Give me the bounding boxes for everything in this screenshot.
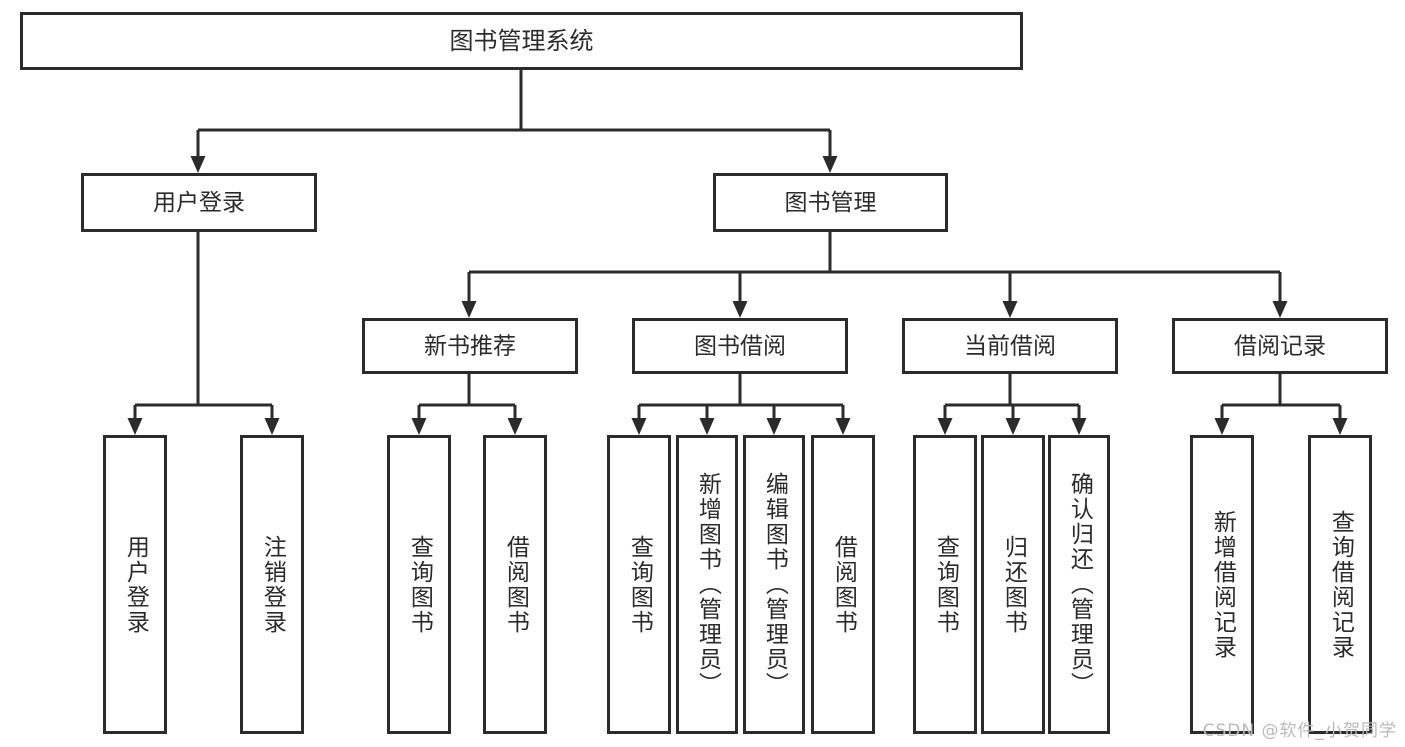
leaf-box-3[interactable]: [483, 435, 547, 734]
books-drop-3-arrowhead: [1272, 301, 1288, 318]
leaf-box-11[interactable]: [1190, 435, 1254, 734]
leaf-box-1[interactable]: [240, 435, 304, 734]
node-level2-box-1[interactable]: [713, 173, 948, 232]
leaf-box-7[interactable]: [811, 435, 875, 734]
node-root-box[interactable]: [20, 12, 1023, 70]
node-level3-label-2: 当前借阅: [964, 334, 1056, 360]
leaf-box-10[interactable]: [1048, 435, 1110, 734]
leaf-box-9[interactable]: [981, 435, 1045, 734]
group-2-drop-2-arrowhead: [766, 418, 782, 435]
group-2-drop-1-arrowhead: [699, 418, 715, 435]
group-4-drop-0-arrowhead: [1214, 418, 1230, 435]
leaf-box-12[interactable]: [1308, 435, 1372, 734]
group-0-drop-1-arrowhead: [264, 418, 280, 435]
group-0-drop-0-arrowhead: [127, 418, 143, 435]
node-level2-label-0: 用户登录: [153, 190, 245, 216]
leaf-box-6[interactable]: [743, 435, 805, 734]
leaf-box-5[interactable]: [676, 435, 738, 734]
connectors-layer: [127, 70, 1348, 435]
group-3-drop-1-arrowhead: [1005, 418, 1021, 435]
leaf-box-8[interactable]: [913, 435, 977, 734]
boxes-layer: [20, 12, 1388, 734]
node-root-label: 图书管理系统: [450, 27, 594, 55]
group-2-drop-0-arrowhead: [631, 418, 647, 435]
books-drop-2-arrowhead: [1002, 301, 1018, 318]
node-level3-box-3[interactable]: [1172, 318, 1388, 374]
books-drop-0-arrowhead: [461, 301, 477, 318]
group-1-drop-1-arrowhead: [507, 418, 523, 435]
leaf-box-2[interactable]: [387, 435, 451, 734]
node-level3-box-1[interactable]: [632, 318, 848, 374]
group-3-drop-2-arrowhead: [1071, 418, 1087, 435]
node-level3-label-1: 图书借阅: [694, 334, 786, 360]
root-drop-1-arrowhead: [822, 156, 838, 173]
root-drop-0-arrowhead: [190, 156, 206, 173]
node-level3-box-0[interactable]: [362, 318, 578, 374]
group-1-drop-0-arrowhead: [411, 418, 427, 435]
group-4-drop-1-arrowhead: [1332, 418, 1348, 435]
leaf-box-4[interactable]: [607, 435, 671, 734]
node-level2-box-0[interactable]: [81, 173, 317, 232]
node-level2-label-1: 图书管理: [785, 190, 877, 216]
node-level3-box-2[interactable]: [902, 318, 1118, 374]
node-level3-label-3: 借阅记录: [1234, 334, 1326, 360]
node-level3-label-0: 新书推荐: [424, 334, 516, 360]
books-drop-1-arrowhead: [732, 301, 748, 318]
group-3-drop-0-arrowhead: [937, 418, 953, 435]
leaf-box-0[interactable]: [103, 435, 167, 734]
csdn-watermark: CSDN @软件_小贺同学: [1202, 721, 1397, 741]
group-2-drop-3-arrowhead: [835, 418, 851, 435]
